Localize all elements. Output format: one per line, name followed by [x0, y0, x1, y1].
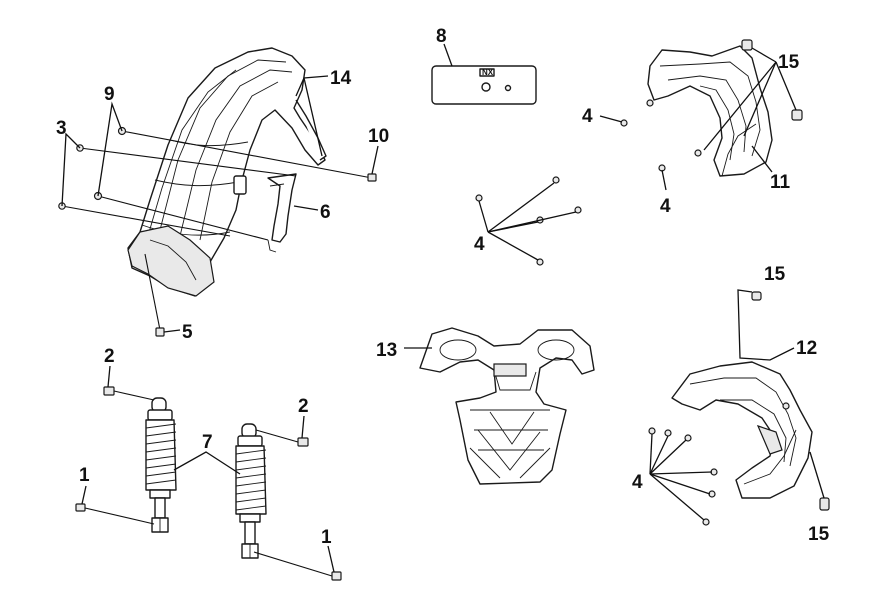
- callout-2-left: 2: [104, 346, 115, 367]
- callout-15-panel-top: 15: [764, 264, 786, 285]
- callout-4-carrier-bottom: 4: [660, 196, 671, 217]
- callout-4-right: 4: [632, 472, 643, 493]
- callout-1-right: 1: [321, 527, 332, 548]
- callout-8: 8: [436, 26, 447, 47]
- callout-1-left: 1: [79, 465, 90, 486]
- callout-3: 3: [56, 118, 67, 139]
- fender-bolt-axes: [61, 130, 373, 331]
- callout-15-carrier: 15: [778, 52, 800, 73]
- callout-12: 12: [796, 338, 817, 359]
- shock-absorber-right: [235, 423, 267, 559]
- callout-5: 5: [182, 322, 193, 343]
- callout-14: 14: [330, 68, 352, 89]
- shock-bolts: [75, 386, 342, 581]
- callout-9: 9: [104, 84, 115, 105]
- callout-13: 13: [376, 340, 397, 361]
- callout-15-panel-bottom: 15: [808, 524, 830, 545]
- screw-group-right: [648, 291, 830, 526]
- rear-fender: [127, 47, 327, 297]
- inner-fender: [419, 327, 595, 485]
- label-plate: NX: [431, 65, 537, 105]
- shock-absorber-left: [145, 397, 177, 533]
- callout-7: 7: [202, 432, 213, 453]
- side-fender-panel: [671, 361, 813, 499]
- screw-group-center: [475, 119, 666, 266]
- rear-carrier-bracket: [646, 39, 803, 177]
- callout-2-right: 2: [298, 396, 309, 417]
- callout-11: 11: [770, 172, 791, 193]
- fender-bracket: [267, 173, 297, 253]
- leader-lines: [61, 43, 825, 573]
- callout-4-carrier-left: 4: [582, 106, 593, 127]
- callout-4-center: 4: [474, 234, 485, 255]
- callout-10: 10: [368, 126, 389, 147]
- callout-labels: 1 1 2 2 3 4 4 4 4 5 6 7 8 9 10 11 12 13 …: [56, 26, 830, 548]
- callout-6: 6: [320, 202, 331, 223]
- label-plate-text: NX: [482, 68, 494, 77]
